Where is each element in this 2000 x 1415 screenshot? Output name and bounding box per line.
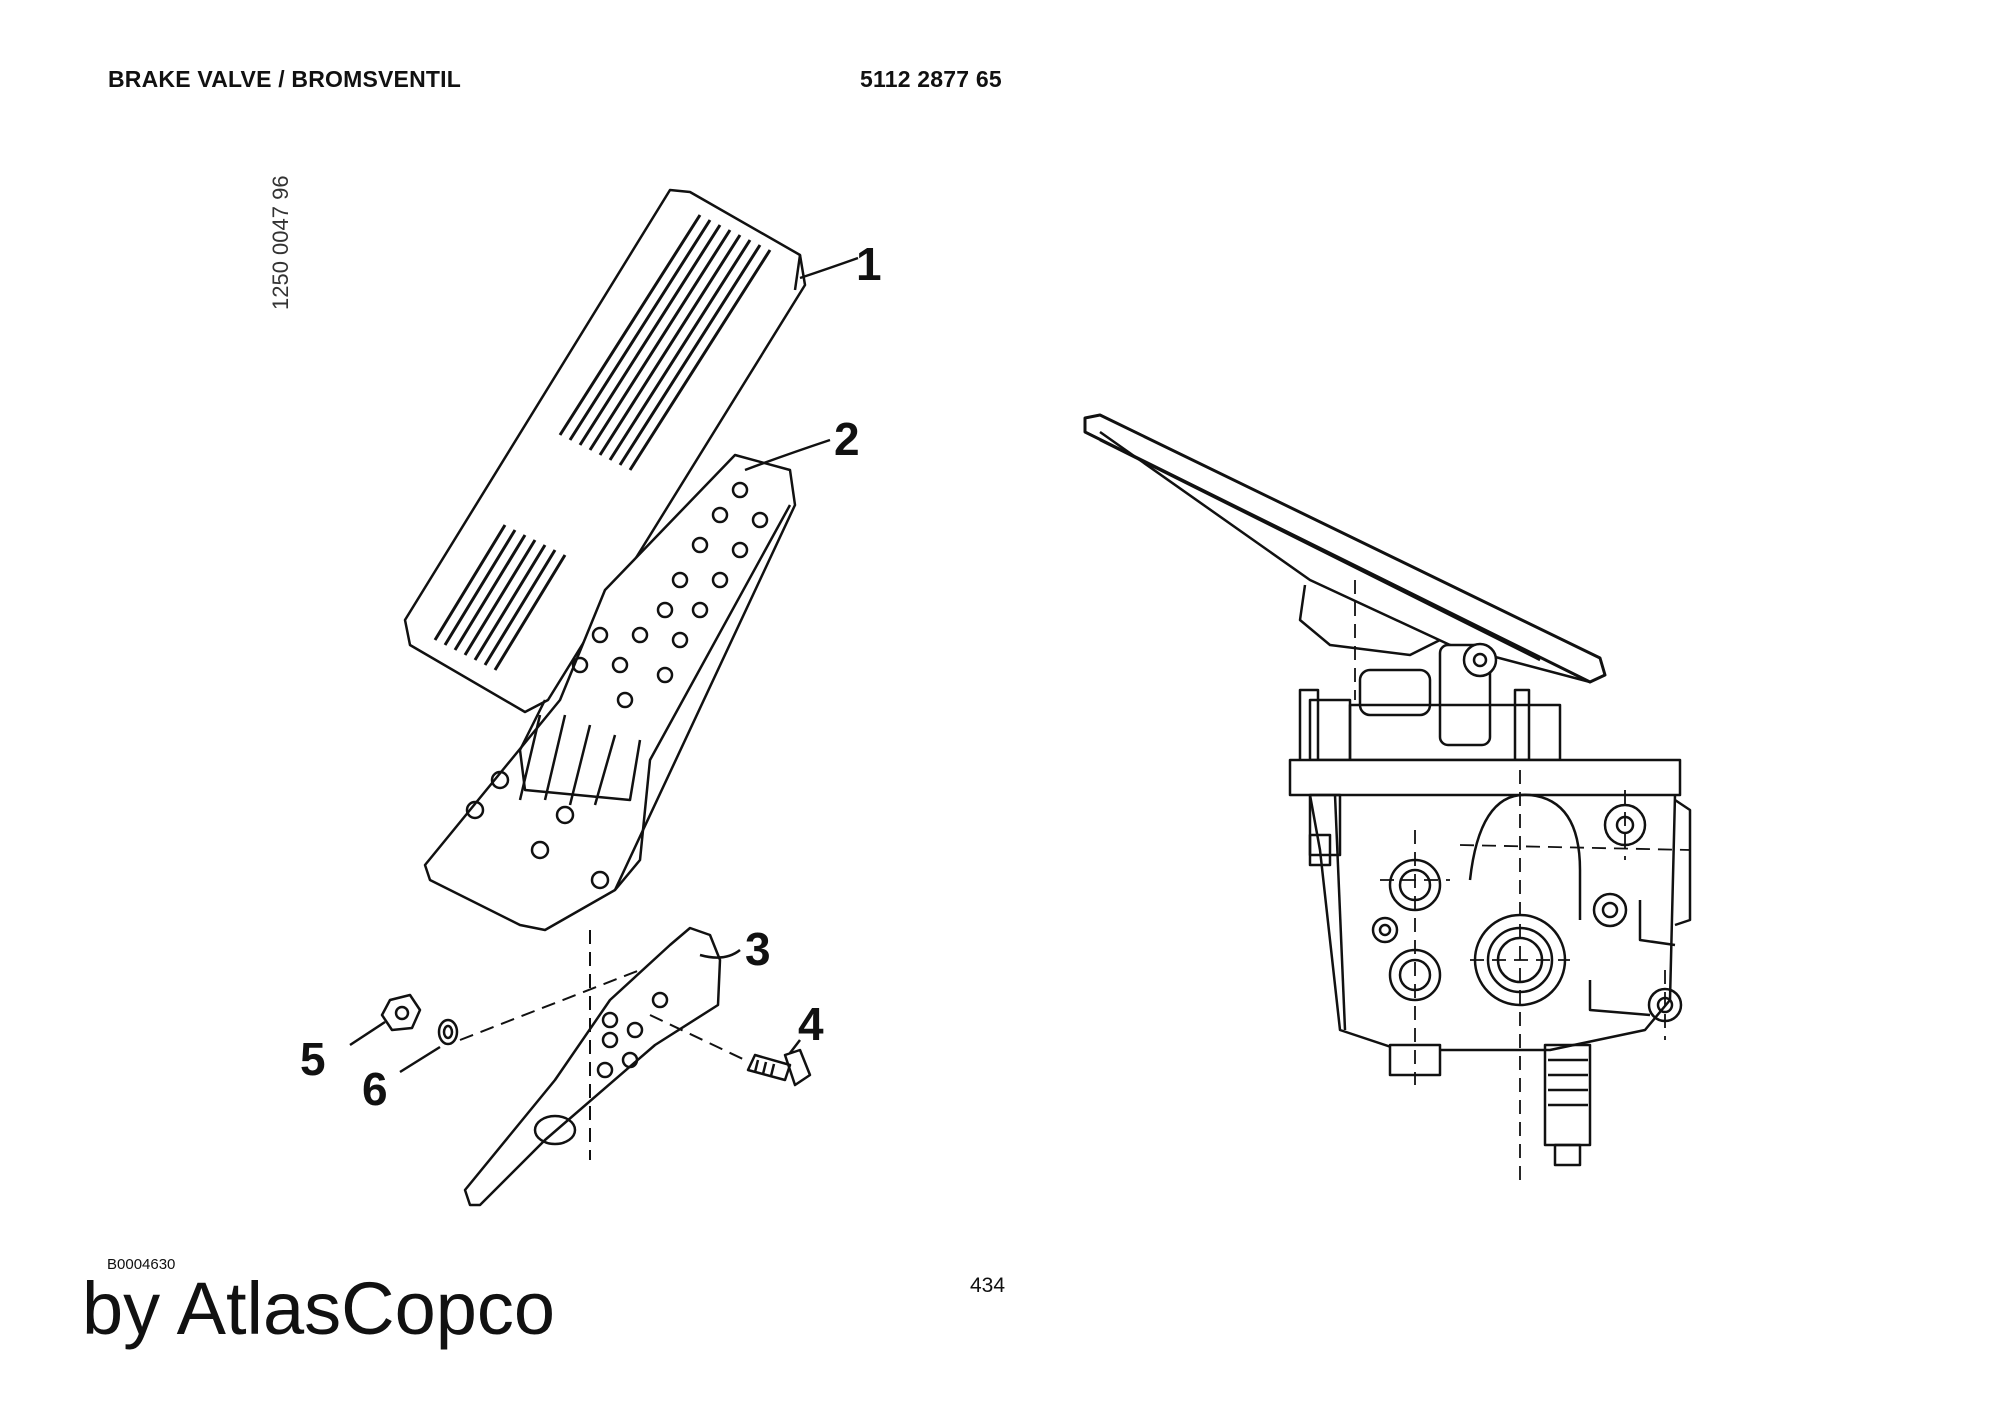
callout-5: 5	[300, 1033, 326, 1085]
figure-code: B0004630	[107, 1256, 176, 1273]
callout-4: 4	[798, 998, 824, 1050]
pedal-lever-part	[463, 926, 722, 1207]
callout-labels: 1 2 3 4 5 6	[300, 238, 882, 1115]
nut-part	[380, 993, 422, 1032]
part-number: 5112 2877 65	[860, 66, 1002, 92]
bolt-part	[746, 1048, 812, 1087]
brake-valve-assembly-view	[1083, 413, 1692, 1180]
washer-part	[437, 1018, 459, 1046]
plate-holes	[465, 481, 769, 890]
callout-3: 3	[745, 923, 771, 975]
pedal-plate-part	[423, 453, 797, 932]
page-title: BRAKE VALVE / BROMSVENTIL	[108, 66, 461, 92]
callout-1: 1	[856, 238, 882, 290]
callout-2: 2	[834, 413, 860, 465]
brand-watermark: by AtlasCopco	[82, 1267, 556, 1350]
pedal-pad-part	[403, 188, 807, 714]
callout-6: 6	[362, 1063, 388, 1115]
page-number: 434	[970, 1274, 1006, 1297]
